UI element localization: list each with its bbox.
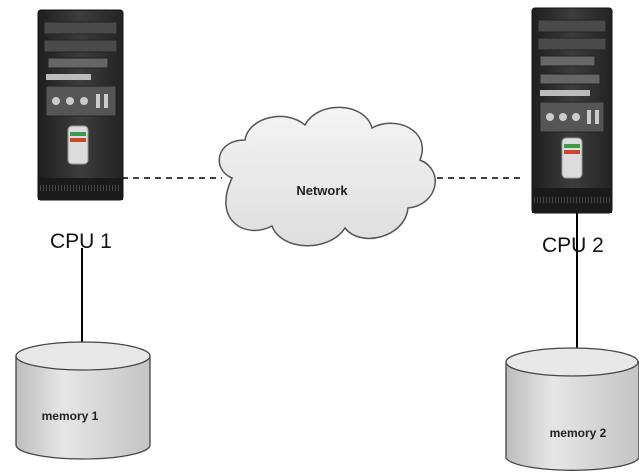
cpu2-tower-icon xyxy=(531,7,613,214)
cpu1-label: CPU 1 xyxy=(50,230,112,253)
network-cloud-icon: Network xyxy=(218,106,436,247)
memory2-label: memory 2 xyxy=(550,426,607,440)
memory1-cylinder-icon: memory 1 xyxy=(15,341,151,460)
cpu2-label: CPU 2 xyxy=(542,234,604,257)
network-label: Network xyxy=(296,183,348,198)
memory2-cylinder-icon: memory 2 xyxy=(505,347,639,471)
cpu1-tower-icon xyxy=(37,9,124,201)
memory1-label: memory 1 xyxy=(42,409,99,423)
